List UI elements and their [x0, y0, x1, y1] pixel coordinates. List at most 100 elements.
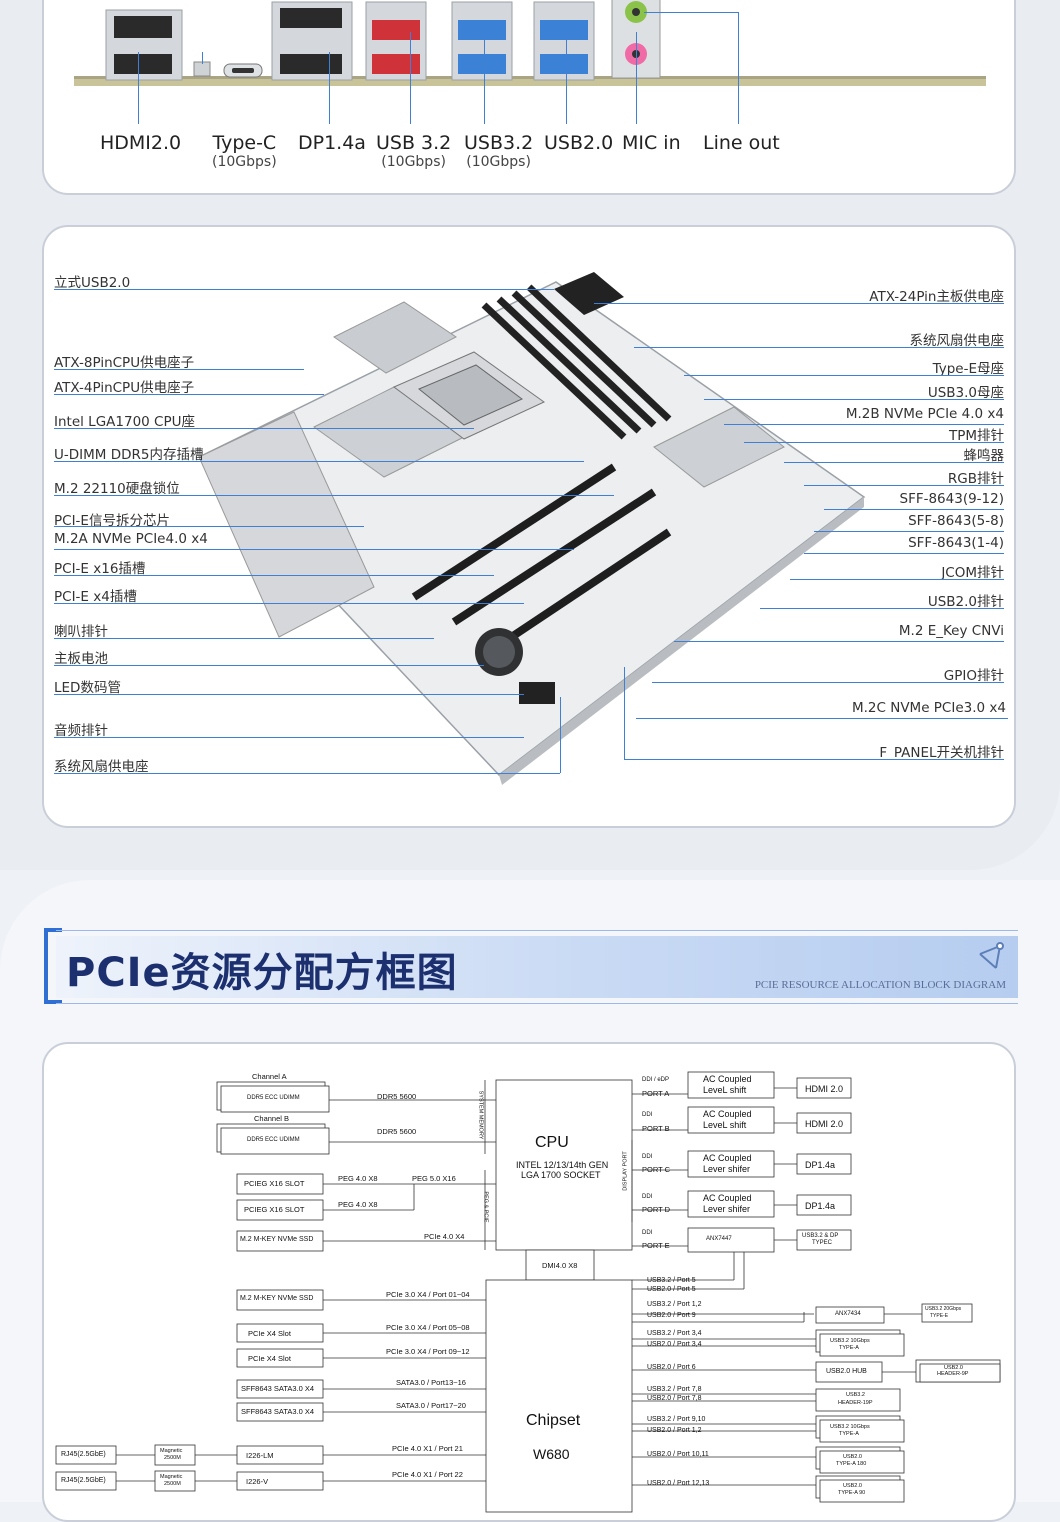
io-illustration: [74, 0, 986, 86]
out-e-1: USB3.2 & DP: [802, 1233, 839, 1239]
ac-c-1: AC Coupled: [703, 1153, 752, 1163]
cpu-line2: LGA 1700 SOCKET: [521, 1170, 601, 1180]
cr-5-box1: USB3.2 10Gbps: [830, 1424, 870, 1430]
cr-7a: USB2.0 / Port 12,13: [647, 1480, 710, 1487]
chip-m2-link: PCIe 3.0 X4 / Port 01~04: [386, 1290, 470, 1299]
chip-lan-2-link: PCIe 4.0 X1 / Port 22: [392, 1470, 463, 1479]
peg-slot-1: PCIEG X16 SLOT: [244, 1179, 305, 1188]
board-panel: 立式USB2.0 ATX-8PinCPU供电座子 ATX-4PinCPU供电座子…: [42, 225, 1016, 828]
chipset-model: W680: [533, 1446, 570, 1462]
cr-5b: USB2.0 / Port 1,2: [647, 1427, 702, 1434]
callout-right-12: USB2.0排针: [927, 594, 1004, 610]
callout-right-0: ATX-24Pin主板供电座: [869, 289, 1004, 305]
peg-link-1: PEG 4.0 X8: [338, 1174, 378, 1183]
mem-channel-a: Channel A: [252, 1072, 287, 1081]
cr-1b: USB2.0 / Port 9: [647, 1312, 696, 1319]
cr-0a: USB3.2 / Port 5: [647, 1277, 696, 1284]
port-e: PORT E: [642, 1241, 670, 1250]
callout-right-3: USB3.0母座: [927, 385, 1004, 401]
chip-x4-1: PCIe X4 Slot: [248, 1329, 291, 1338]
chip-sff-1: SFF8643 SATA3.0 X4: [241, 1384, 315, 1393]
callout-left-9: PCI-E x4插槽: [54, 589, 137, 605]
callout-left-3: Intel LGA1700 CPU座: [54, 414, 195, 430]
mem-link-a: DDR5 5600: [377, 1092, 417, 1101]
chip-x4-1-link: PCIe 3.0 X4 / Port 05~08: [386, 1323, 470, 1332]
mag-2a: Magnetic: [160, 1474, 183, 1480]
ac-d-2: Lever shifer: [703, 1204, 751, 1214]
cr-7-box1: USB2.0: [843, 1483, 862, 1489]
cr-7-box2: TYPE-A 90: [838, 1490, 866, 1496]
ddi-d: DDI: [642, 1194, 653, 1200]
rj45-2: RJ45(2.5GbE): [61, 1477, 106, 1484]
callout-left-10: 喇叭排针: [54, 624, 108, 640]
peg-link-2: PEG 4.0 X8: [338, 1200, 378, 1209]
callout-right-8: SFF-8643(9-12): [899, 491, 1005, 507]
callout-left-0: 立式USB2.0: [54, 275, 131, 291]
callout-left-8: PCI-E x16插槽: [54, 561, 146, 577]
dmi-label: DMI4.0 X8: [542, 1261, 578, 1270]
cr-6-box1: USB2.0: [843, 1454, 862, 1460]
callout-left-11: 主板电池: [54, 651, 108, 667]
callout-left-2: ATX-4PinCPU供电座子: [54, 380, 195, 396]
out-c: DP1.4a: [805, 1160, 836, 1170]
chip-sff-2: SFF8643 SATA3.0 X4: [241, 1407, 315, 1416]
io-label-dp: DP1.4a: [298, 132, 366, 154]
ac-a-2: LeveL shift: [703, 1085, 747, 1095]
hdr9-2: HEADER-9P: [937, 1371, 969, 1377]
callout-right-10: SFF-8643(1-4): [908, 535, 1004, 551]
io-label-usb20: USB2.0: [544, 132, 614, 154]
motherboard-illustration: [197, 272, 866, 785]
chip-m2-box: M.2 M-KEY NVMe SSD: [240, 1295, 314, 1302]
block-diagram: [55, 1071, 1001, 1513]
share-icon: [979, 942, 1004, 969]
cr-4a: USB3.2 / Port 7,8: [647, 1386, 702, 1393]
callout-left-13: 音频排针: [54, 723, 108, 739]
out-d: DP1.4a: [805, 1201, 836, 1211]
ac-d-1: AC Coupled: [703, 1193, 752, 1203]
mag-2b: 2500M: [164, 1481, 181, 1487]
header-bar: [56, 936, 1018, 998]
io-label-hdmi: HDMI2.0: [100, 132, 182, 154]
callout-left-6: PCI-E信号拆分芯片: [54, 513, 170, 529]
port-c: PORT C: [642, 1165, 671, 1174]
cr-4-box1: USB3.2: [846, 1392, 865, 1398]
header-bracket: [44, 928, 62, 1004]
cr-6a: USB2.0 / Port 10,11: [647, 1451, 709, 1458]
cpu-label-peg: PEG & PCIE: [482, 1191, 489, 1223]
chipset-title: Chipset: [526, 1412, 581, 1429]
cr-0b: USB2.0 / Port 5: [647, 1286, 696, 1293]
cr-2-box1: USB3.2 10Gbps: [830, 1338, 870, 1344]
chip-sff-1-link: SATA3.0 / Port13~16: [396, 1378, 466, 1387]
callout-right-14: GPIO排针: [943, 668, 1004, 684]
usb-hub: USB2.0 HUB: [826, 1368, 867, 1375]
cpu-m2-box: M.2 M-KEY NVMe SSD: [240, 1236, 314, 1243]
rj45-1: RJ45(2.5GbE): [61, 1451, 106, 1458]
ac-b-2: LeveL shift: [703, 1120, 747, 1130]
callout-left-14: 系统风扇供电座: [54, 759, 149, 775]
anx7447: ANX7447: [706, 1236, 732, 1242]
mag-1a: Magnetic: [160, 1448, 183, 1454]
cpu-m2-link: PCIe 4.0 X4: [424, 1232, 465, 1241]
header-line-bottom: [56, 1003, 1018, 1004]
ddi-e: DDI: [642, 1230, 653, 1236]
mem-module-b: DDR5 ECC UDIMM: [247, 1137, 300, 1143]
io-label-usb32-b: USB3.2(10Gbps): [464, 132, 534, 170]
callout-right-11: JCOM排针: [941, 565, 1004, 581]
cr-6-box2: TYPE-A 180: [836, 1461, 867, 1467]
out-b: HDMI 2.0: [805, 1119, 844, 1129]
callout-right-5: TPM排针: [948, 428, 1004, 444]
callout-right-15: M.2C NVMe PCIe3.0 x4: [851, 700, 1006, 716]
callout-right-2: Type-E母座: [932, 361, 1004, 377]
mem-link-b: DDR5 5600: [377, 1127, 417, 1136]
cr-4b: USB2.0 / Port 7,8: [647, 1395, 702, 1402]
ddi-b: DDI: [642, 1112, 653, 1118]
chip-lan-1-link: PCIe 4.0 X1 / Port 21: [392, 1444, 463, 1453]
callout-right-9: SFF-8643(5-8): [908, 513, 1004, 529]
hdr9-1: USB2.0: [944, 1365, 963, 1371]
mem-channel-b: Channel B: [254, 1114, 290, 1123]
io-label-typec: Type-C(10Gbps): [212, 132, 277, 170]
ddi-a: DDI / eDP: [642, 1077, 670, 1083]
chip-lan-2: I226-V: [246, 1477, 269, 1486]
io-label-mic: MIC in: [622, 132, 681, 154]
callout-right-7: RGB排针: [947, 471, 1004, 487]
